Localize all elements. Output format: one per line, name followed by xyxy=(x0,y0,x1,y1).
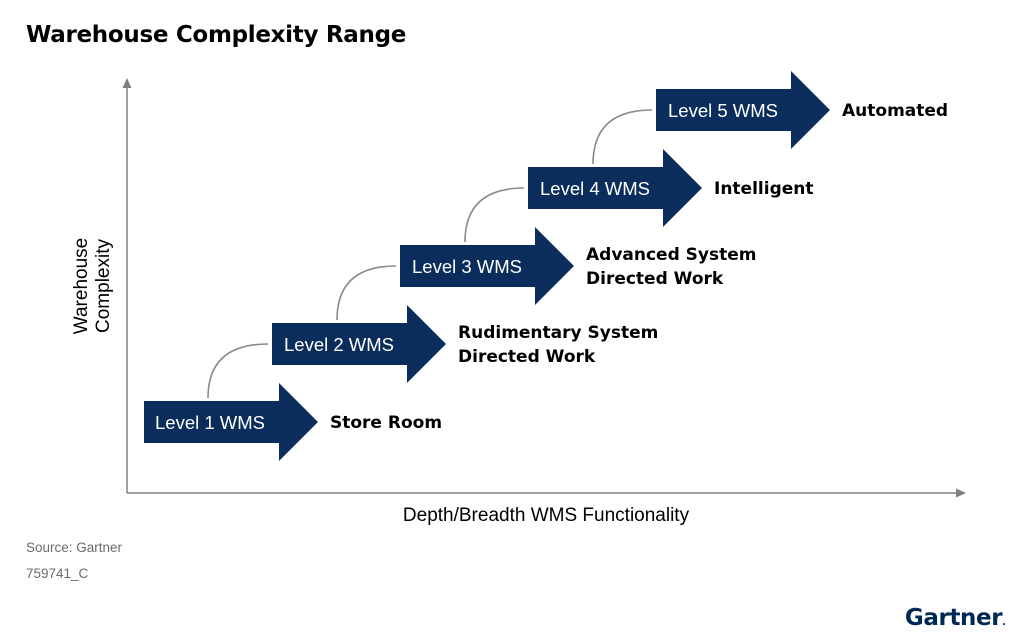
axes xyxy=(122,78,966,498)
level-4-outcome: Intelligent xyxy=(714,179,814,199)
y-axis-label-line2: Complexity xyxy=(93,239,114,333)
connector-1-2 xyxy=(207,343,269,399)
level-5-outcome: Automated xyxy=(842,101,948,121)
level-1-label: Level 1 WMS xyxy=(155,412,265,433)
gartner-logo: Gartner. xyxy=(905,605,1006,631)
level-3-arrow xyxy=(400,227,574,305)
level-3-label: Level 3 WMS xyxy=(412,256,522,277)
x-axis-label: Depth/Breadth WMS Functionality xyxy=(403,505,690,526)
figure-code: 759741_C xyxy=(26,566,89,581)
y-axis-label-line1: Warehouse xyxy=(71,238,92,334)
level-5-label: Level 5 WMS xyxy=(668,100,778,121)
diagram-title: Warehouse Complexity Range xyxy=(26,22,407,48)
step-connectors xyxy=(207,109,653,399)
level-2-arrow xyxy=(272,305,446,383)
level-2-label: Level 2 WMS xyxy=(284,334,394,355)
level-1-outcome: Store Room xyxy=(330,413,442,433)
level-4-step: Level 4 WMS Intelligent xyxy=(528,149,814,227)
logo-dot: . xyxy=(1002,617,1006,628)
level-3-outcome-line2: Directed Work xyxy=(586,269,724,289)
level-2-outcome-line2: Directed Work xyxy=(458,347,596,367)
connector-3-4 xyxy=(464,187,525,243)
level-1-step: Level 1 WMS Store Room xyxy=(144,383,442,461)
x-axis-arrowhead xyxy=(956,488,966,498)
level-4-label: Level 4 WMS xyxy=(540,178,650,199)
level-2-step: Level 2 WMS Rudimentary System Directed … xyxy=(272,305,658,383)
y-axis-arrowhead xyxy=(122,78,132,88)
level-4-arrow xyxy=(528,149,702,227)
logo-wordmark: Gartner xyxy=(904,605,1003,631)
level-3-outcome-line1: Advanced System xyxy=(586,245,757,265)
level-5-step: Level 5 WMS Automated xyxy=(656,71,948,149)
level-2-outcome-line1: Rudimentary System xyxy=(458,323,658,343)
connector-2-3 xyxy=(336,265,397,321)
level-1-arrow xyxy=(144,383,318,461)
connector-4-5 xyxy=(592,109,653,165)
level-3-step: Level 3 WMS Advanced System Directed Wor… xyxy=(400,227,757,305)
level-5-arrow xyxy=(656,71,830,149)
source-note: Source: Gartner xyxy=(26,540,123,555)
